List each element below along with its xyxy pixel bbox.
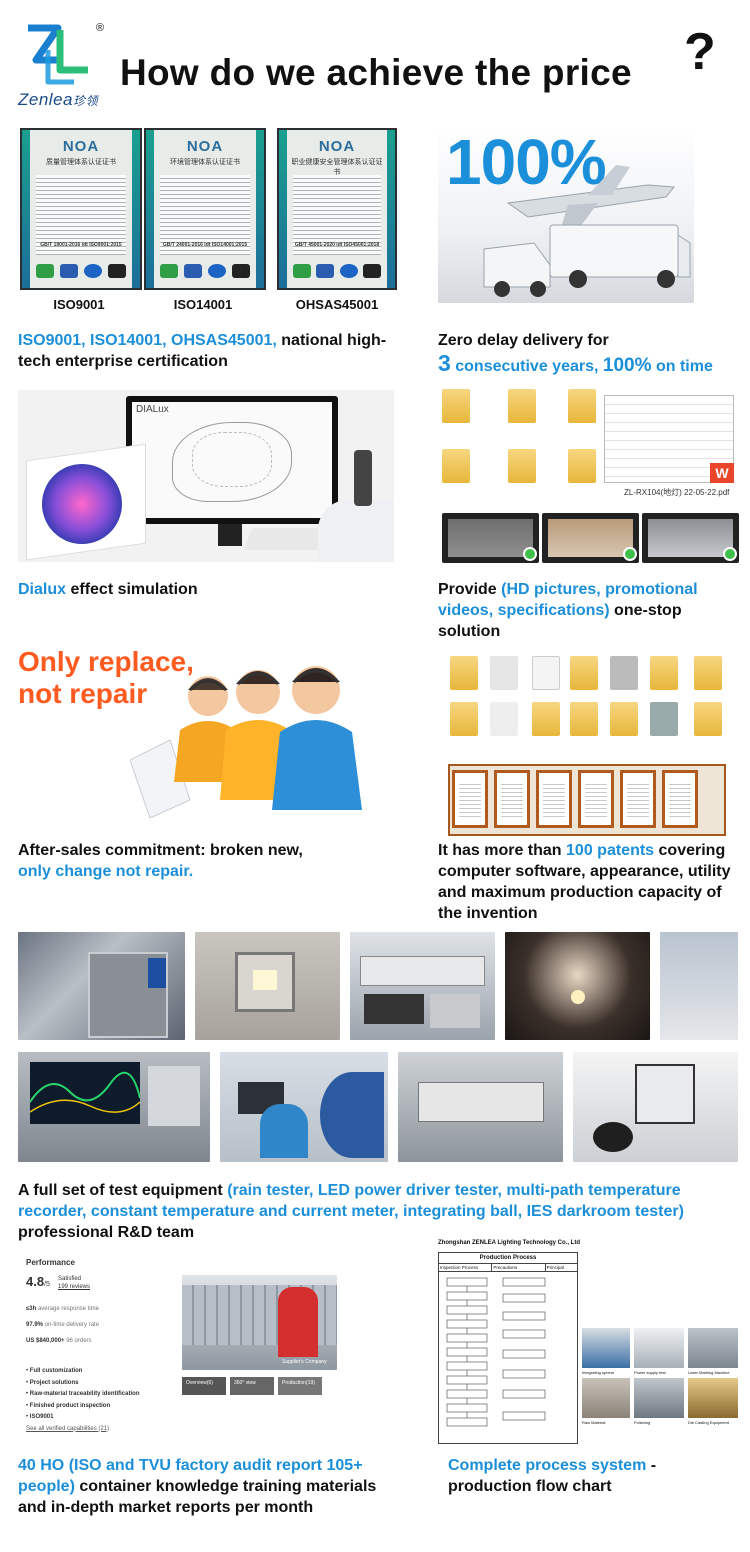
performance-caption: 40 HO (ISO and TVU factory audit report …	[18, 1457, 377, 1516]
cert-iso9001: NOA 质量管理体系认证证书 GB/T 19001-2016 idt ISO90…	[20, 128, 142, 290]
check-icon	[623, 547, 637, 561]
capability-item: • Project solutions	[26, 1379, 79, 1386]
tab-production[interactable]: Production(19)	[278, 1377, 322, 1395]
photo-rain-tester	[18, 932, 185, 1040]
brand-logo: Zenlea珍领	[18, 20, 108, 110]
dialux-image: DIALux	[18, 390, 394, 562]
flow-chart-title: Production Process	[439, 1253, 577, 1264]
rating-value: 4.8	[26, 1274, 45, 1289]
see-all-capabilities-link[interactable]: See all verified capabilities (21)	[26, 1425, 110, 1432]
cert-standard: GB/T 45001-2020 idt ISO45001:2018	[294, 242, 380, 248]
cert-iso14001: NOA 环境管理体系认证证书 GB/T 24001-2016 idt ISO14…	[144, 128, 266, 290]
factory-video: Supplier's Company	[182, 1275, 337, 1370]
photo-current-meter	[398, 1052, 563, 1162]
photo-temperature-chamber	[195, 932, 340, 1040]
zenlea-logo-icon	[28, 24, 88, 85]
materials-grid: W ZL-RX104(地灯) 22-05-22.pdf	[438, 385, 739, 565]
support-team-image	[130, 660, 390, 818]
patents-caption: It has more than 100 patents covering co…	[438, 842, 731, 922]
process-caption: Complete process system - production flo…	[448, 1457, 657, 1495]
equipment-caption: A full set of test equipment (rain teste…	[18, 1182, 684, 1241]
dialux-caption: Dialux effect simulation	[18, 581, 198, 598]
performance-title: Performance	[26, 1258, 75, 1267]
delivery-100-text: 100%	[446, 126, 607, 198]
company-name: Zhongshan ZENLEA Lighting Technology Co.…	[438, 1240, 580, 1246]
cert-standard: GB/T 24001-2016 idt ISO14001:2015	[162, 242, 248, 248]
cert-ohsas45001: NOA 职业健康安全管理体系认证证书 GB/T 45001-2020 idt I…	[277, 128, 397, 290]
registered-mark: ®	[96, 22, 105, 34]
reviews-link[interactable]: 199 reviews	[58, 1284, 91, 1290]
capability-item: • Finished product inspection	[26, 1402, 111, 1409]
video-label: Supplier's Company	[282, 1359, 327, 1365]
materials-caption: Provide (HD pictures, promotional videos…	[438, 581, 698, 640]
pdf-filename: ZL-RX104(地灯) 22-05-22.pdf	[624, 488, 730, 497]
photo-integrating-sphere	[573, 1052, 738, 1162]
capability-item: • ISO9001	[26, 1414, 54, 1420]
aftersales-caption: After-sales commitment: broken new, only…	[18, 842, 303, 880]
production-flow-chart: Production Process Inspection Process Pr…	[438, 1252, 578, 1444]
cert-caption-ohsas45001: OHSAS45001	[295, 297, 379, 312]
title-question-mark: ?	[684, 23, 716, 81]
noa-logo: NOA	[186, 138, 224, 155]
process-photos: Integrating sphere Power supply test Las…	[582, 1328, 738, 1428]
waveform-icon	[29, 1071, 141, 1113]
check-icon	[723, 547, 737, 561]
brand-name: Zenlea	[18, 90, 73, 109]
pdf-icon: W	[710, 463, 734, 483]
check-icon	[523, 547, 537, 561]
cert-title: 质量管理体系认证证书	[46, 159, 116, 166]
performance-panel: Performance 4.8/5 Satisfied 199 reviews …	[18, 1250, 183, 1440]
tab-360-view[interactable]: 360° view	[230, 1377, 274, 1395]
photo-power-driver-tester	[350, 932, 495, 1040]
delivery-image: 100%	[438, 125, 694, 303]
satisfied-label: Satisfied	[58, 1276, 82, 1282]
photo-lab-equipment	[660, 932, 738, 1040]
cert-standard: GB/T 19001-2016 idt ISO9001:2015	[40, 242, 122, 248]
delivery-heading: Zero delay delivery for 3 consecutive ye…	[438, 332, 713, 376]
cert-heading: ISO9001, ISO14001, OHSAS45001, national …	[18, 332, 387, 370]
capabilities-list: • Full customization • Project solutions…	[26, 1366, 139, 1435]
aftersales-slogan: Only replace, not repair	[18, 646, 194, 709]
cert-title: 环境管理体系认证证书	[170, 159, 240, 166]
noa-logo: NOA	[62, 138, 100, 155]
capability-item: • Raw-material traceability identificati…	[26, 1391, 140, 1397]
airplane-icon	[483, 165, 691, 297]
cert-caption-iso14001: ISO14001	[173, 297, 233, 312]
photo-oscilloscope	[18, 1052, 210, 1162]
flow-diagram	[446, 1277, 546, 1427]
cert-title: 职业健康安全管理体系认证证书	[291, 159, 383, 176]
video-tabs: Overview(6) 360° view Production(19)	[182, 1377, 342, 1395]
page-title: How do we achieve the price	[120, 52, 632, 93]
tab-overview[interactable]: Overview(6)	[182, 1377, 226, 1395]
cert-caption-iso9001: ISO9001	[53, 297, 105, 312]
noa-logo: NOA	[318, 138, 356, 155]
dialux-logo: DIALux	[136, 404, 169, 415]
photo-rd-engineer	[220, 1052, 388, 1162]
brand-name-cn: 珍领	[72, 94, 98, 108]
capability-item: • Full customization	[26, 1368, 83, 1374]
photo-ies-darkroom	[505, 932, 650, 1040]
headset-agents-icon	[130, 666, 362, 818]
